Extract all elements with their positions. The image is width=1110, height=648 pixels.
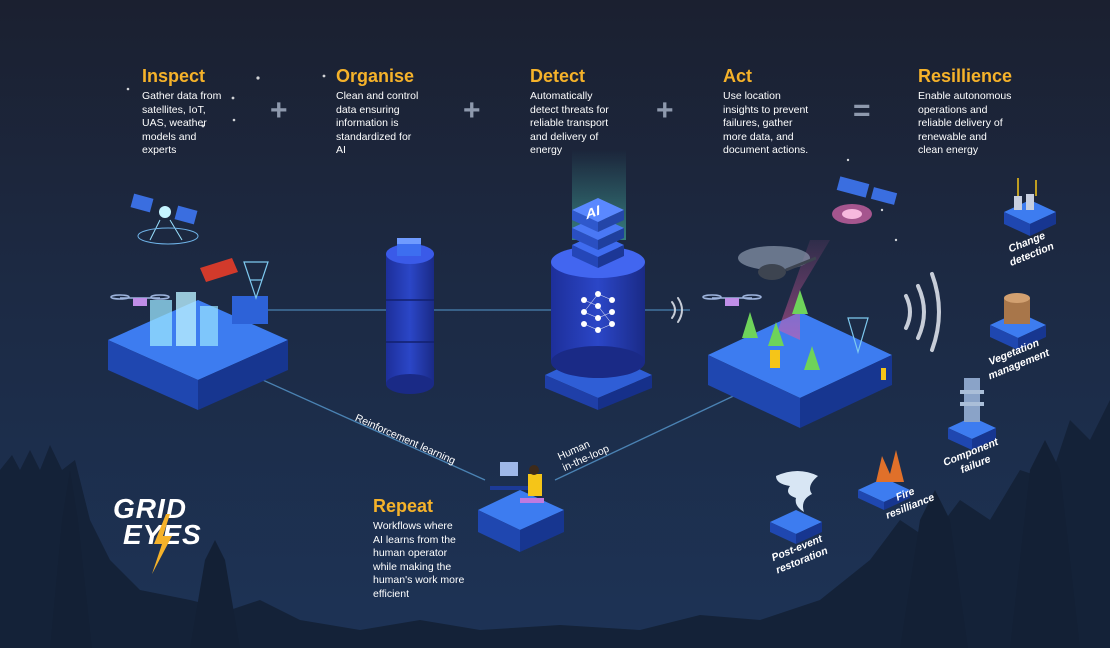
step-organise: Organise Clean and control data ensuring… bbox=[336, 66, 418, 158]
drone-left bbox=[110, 294, 170, 306]
change-detection-tile bbox=[1004, 178, 1056, 236]
desc-line: human operator bbox=[373, 547, 448, 560]
desc-line: reliable delivery of bbox=[918, 117, 1003, 130]
desc-line: while making the bbox=[373, 560, 452, 573]
post-event-tile bbox=[770, 471, 822, 544]
desc-line: document actions. bbox=[723, 144, 809, 157]
inspect-platform bbox=[108, 258, 288, 410]
connector-lines bbox=[244, 309, 743, 481]
desc-line: models and bbox=[142, 130, 197, 143]
desc-line: Enable autonomous bbox=[918, 90, 1012, 102]
satellite-right bbox=[832, 176, 898, 224]
step-detect: Detect Automatically detect threats for … bbox=[530, 66, 609, 158]
desc-line: detect threats for bbox=[530, 103, 609, 116]
desc-line: Use location bbox=[723, 90, 781, 102]
plus-operator: + bbox=[270, 94, 288, 127]
act-platform bbox=[708, 240, 892, 428]
step-description: Use location insights to prevent failure… bbox=[723, 90, 808, 158]
desc-line: and delivery of bbox=[530, 130, 599, 143]
step-title: Inspect bbox=[142, 66, 206, 86]
plus-operator: + bbox=[463, 94, 481, 127]
step-title: Act bbox=[723, 66, 753, 86]
fire-tile bbox=[858, 450, 910, 510]
equals-operator: = bbox=[853, 94, 871, 127]
stars bbox=[126, 74, 898, 242]
step-inspect: Inspect Gather data from satellites, IoT… bbox=[142, 66, 221, 158]
desc-line: AI bbox=[336, 144, 346, 157]
desc-line: energy bbox=[530, 144, 563, 157]
desc-line: reliable transport bbox=[530, 117, 609, 130]
step-act: Act Use location insights to prevent fai… bbox=[723, 66, 808, 158]
step-title: Resillience bbox=[918, 66, 1013, 86]
desc-line: renewable and bbox=[918, 130, 987, 143]
step-description: Enable autonomous operations and reliabl… bbox=[918, 90, 1012, 158]
step-description: Automatically detect threats for reliabl… bbox=[530, 90, 609, 158]
organise-cylinder bbox=[386, 238, 434, 394]
desc-line: Automatically bbox=[530, 90, 593, 102]
desc-line: human's work more bbox=[373, 574, 465, 587]
desc-line: standardized for bbox=[336, 130, 412, 143]
logo-line: GRID bbox=[113, 493, 187, 524]
desc-line: satellites, IoT, bbox=[142, 103, 206, 116]
desc-line: operations and bbox=[918, 103, 988, 116]
signal-waves-small bbox=[671, 297, 683, 323]
step-title: Detect bbox=[530, 66, 586, 86]
vegetation-tile bbox=[990, 293, 1046, 350]
desc-line: Gather data from bbox=[142, 90, 222, 102]
desc-line: information is bbox=[336, 117, 399, 130]
plus-operator: + bbox=[656, 94, 674, 127]
step-description: Gather data from satellites, IoT, UAS, w… bbox=[142, 90, 221, 158]
step-title: Repeat bbox=[373, 496, 434, 516]
desc-line: insights to prevent bbox=[723, 103, 809, 116]
step-title: Organise bbox=[336, 66, 415, 86]
desc-line: experts bbox=[142, 144, 177, 157]
step-repeat: Repeat Workflows where AI learns from th… bbox=[373, 496, 464, 602]
step-description: Clean and control data ensuring informat… bbox=[336, 90, 418, 158]
desc-line: failures, gather bbox=[723, 117, 793, 130]
desc-line: Workflows where bbox=[373, 520, 453, 532]
desc-line: Clean and control bbox=[336, 90, 419, 102]
detect-cylinder bbox=[545, 150, 652, 410]
step-resillience: Resillience Enable autonomous operations… bbox=[918, 66, 1012, 158]
desc-line: efficient bbox=[373, 587, 409, 600]
step-description: Workflows where AI learns from the human… bbox=[373, 520, 464, 602]
desc-line: UAS, weather bbox=[142, 117, 207, 130]
desc-line: AI learns from the bbox=[373, 533, 456, 546]
desc-line: data ensuring bbox=[336, 103, 400, 116]
repeat-platform bbox=[478, 462, 564, 552]
signal-waves-large bbox=[904, 272, 941, 352]
forest-silhouette bbox=[0, 400, 1110, 648]
component-tile bbox=[948, 378, 996, 450]
drone-right bbox=[702, 294, 762, 306]
lightning-bolt-icon bbox=[152, 514, 172, 574]
satellite-left bbox=[130, 193, 199, 245]
desc-line: more data, and bbox=[723, 130, 794, 143]
desc-line: clean energy bbox=[918, 144, 979, 157]
helicopter bbox=[738, 246, 817, 280]
